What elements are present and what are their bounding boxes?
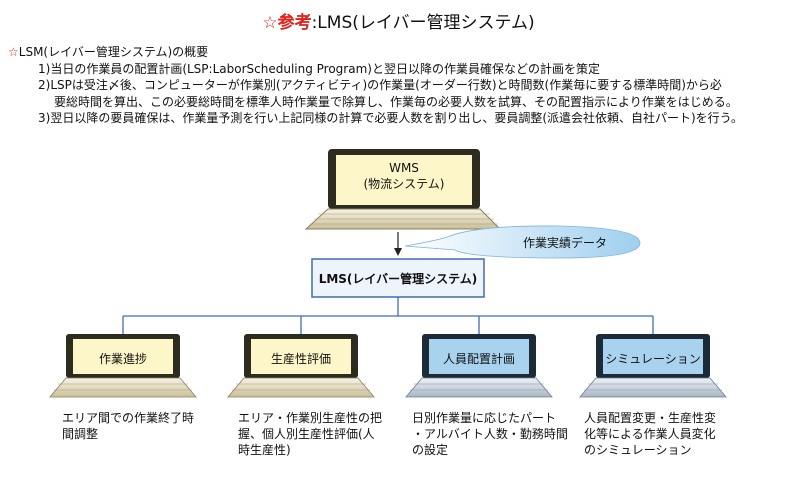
desc-line: 握、個人別生産性評価(人 — [238, 427, 375, 441]
desc-line: ・アルバイト人数・勤務時間 — [412, 427, 568, 441]
lms-label: LMS(レイバー管理システム) — [318, 272, 478, 286]
module-label-staffing: 人員配置計画 — [442, 352, 515, 366]
laptop-progress-icon — [49, 334, 197, 398]
desc-line: のシミュレーション — [584, 443, 692, 457]
arrow-head-icon — [394, 248, 402, 256]
module-desc-progress: エリア間での作業終了時 間調整 — [62, 410, 232, 442]
lms-box — [311, 258, 485, 298]
desc-line: エリア・作業別生産性の把 — [238, 411, 383, 425]
module-label-productivity: 生産性評価 — [270, 352, 331, 366]
laptop-simulation-icon — [579, 334, 727, 398]
desc-line: 時生産性) — [238, 443, 291, 457]
module-label-progress: 作業進捗 — [98, 352, 147, 366]
wms-label: WMS (物流システム) — [336, 160, 472, 192]
module-desc-simulation: 人員配置変更・生産性変 化等による作業人員変化 のシミュレーション — [584, 410, 754, 458]
desc-line: 間調整 — [62, 427, 99, 441]
title-prefix: 参考 — [277, 13, 312, 33]
wms-laptop-icon — [304, 149, 502, 230]
star-icon: ☆ — [8, 45, 19, 59]
overview-item-2: 2)LSPは受注〆後、コンピューターが作業別(アクティビティ)の作業量(オーダー… — [38, 78, 722, 92]
wms-label-line2: (物流システム) — [363, 177, 445, 191]
laptop-productivity-icon — [227, 334, 375, 398]
wms-label-line1: WMS — [389, 161, 419, 175]
overview-item-3: 3)翌日以降の要員確保は、作業量予測を行い上記同様の計算で必要人数を割り出し、要… — [38, 111, 743, 125]
desc-line: 日別作業量に応じたパート — [412, 411, 557, 425]
desc-line: 人員配置変更・生産性変 — [584, 411, 717, 425]
laptop-staffing-icon — [405, 334, 553, 398]
overview-item-2-cont: 要総時間を算出、この必要総時間を標準人時作業量で除算し、作業毎の必要人数を試算、… — [54, 94, 738, 109]
overview-heading-text: LSM(レイバー管理システム)の概要 — [18, 45, 209, 59]
desc-line: 化等による作業人員変化 — [584, 427, 716, 441]
desc-line: エリア間での作業終了時 — [62, 411, 195, 425]
title-main: :LMS(レイバー管理システム) — [311, 13, 535, 33]
desc-line: の設定 — [412, 443, 449, 457]
overview-item-1: 1)当日の作業員の配置計画(LSP:LaborScheduling Progra… — [38, 61, 600, 76]
module-desc-staffing: 日別作業量に応じたパート ・アルバイト人数・勤務時間 の設定 — [412, 410, 587, 458]
overview-heading: ☆LSM(レイバー管理システム)の概要 — [8, 44, 743, 61]
data-callout-shape — [404, 225, 641, 259]
module-label-simulation: シミュレーション — [605, 352, 701, 366]
star-icon: ☆ — [262, 13, 278, 33]
data-callout-label: 作業実績データ — [522, 236, 607, 250]
overview-section: ☆LSM(レイバー管理システム)の概要 1)当日の作業員の配置計画(LSP:La… — [8, 44, 743, 127]
module-desc-productivity: エリア・作業別生産性の把 握、個人別生産性評価(人 時生産性) — [238, 410, 408, 458]
page-title: ☆参考:LMS(レイバー管理システム) — [0, 8, 797, 33]
connector-lines — [122, 297, 654, 334]
